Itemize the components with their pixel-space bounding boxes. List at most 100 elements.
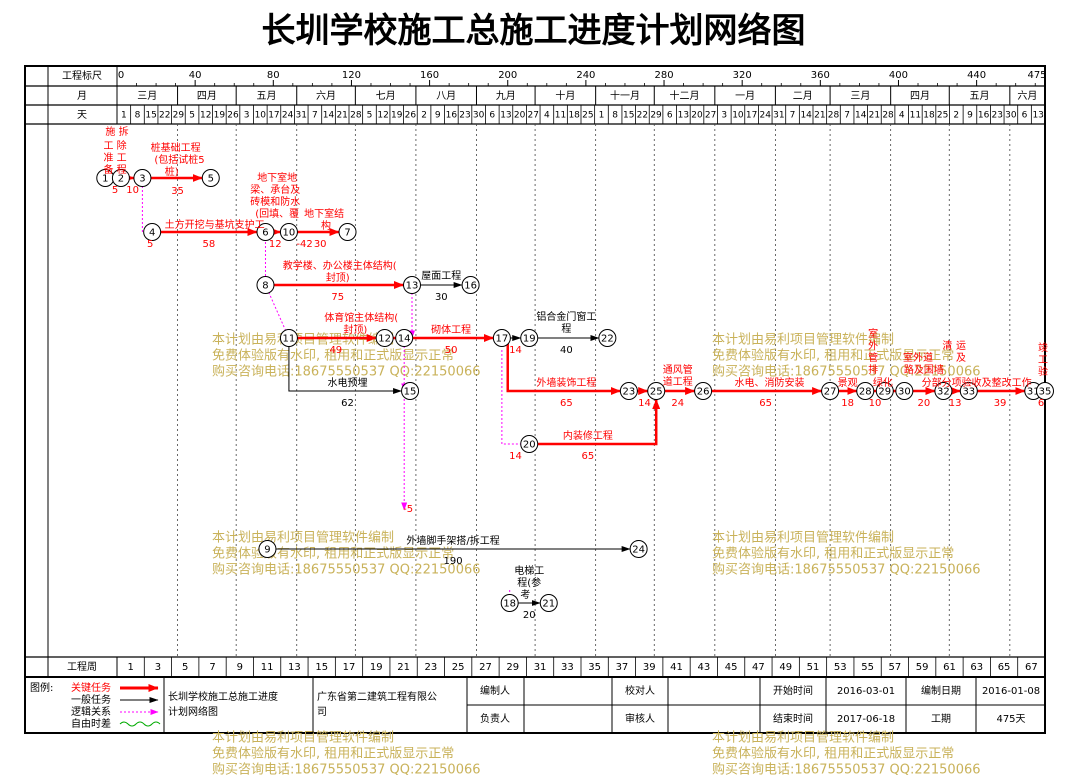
task-label: 水电、消防安装	[735, 376, 805, 389]
network-node	[500, 594, 519, 612]
footer-duration-value: 475天	[996, 714, 1025, 725]
day-label: 2	[421, 111, 427, 121]
day-label: 4	[899, 111, 905, 121]
day-label: 5	[367, 111, 373, 121]
scale-tick-label: 200	[498, 70, 517, 81]
task-label: 65	[581, 451, 594, 462]
day-label: 29	[173, 111, 185, 121]
task-label: -5	[403, 504, 413, 515]
legend-label: 逻辑关系	[71, 705, 111, 718]
day-label: 14	[800, 111, 812, 121]
task-label: 体育馆主体结构(	[324, 311, 398, 324]
task-label: (包括试桩5	[154, 153, 204, 166]
legend-label: 自由时差	[71, 717, 111, 730]
task-label: 外墙装饰工程	[536, 376, 596, 389]
task-label: 及	[956, 352, 966, 364]
day-label: 27	[528, 111, 539, 121]
network-node	[856, 382, 875, 400]
watermark-text: 购买咨询电话:18675550537 QQ:22150066	[212, 364, 481, 380]
task-label: 教学楼、办公楼主体结构(	[283, 259, 397, 272]
task-label: 程	[561, 323, 571, 335]
week-label: 59	[916, 662, 929, 673]
node-number: 15	[404, 387, 417, 398]
task-label: 桩基础工程	[151, 141, 201, 154]
day-label: 7	[312, 111, 318, 121]
task-label: 封顶)	[326, 271, 350, 284]
day-label: 18	[568, 111, 580, 121]
scale-tick-label: 240	[576, 70, 595, 81]
watermark-text: 免费体验版有水印, 租用和正式版显示正常	[212, 348, 454, 364]
network-node	[403, 276, 422, 294]
month-label: 三月	[850, 90, 870, 102]
task-label: 62	[341, 398, 354, 409]
node-number: 25	[650, 387, 663, 398]
node-number: 31	[1027, 387, 1040, 398]
task-label: 管	[868, 351, 878, 364]
legend-label: 一般任务	[71, 693, 111, 706]
scale-tick-label: 440	[967, 70, 986, 81]
day-label: 11	[910, 111, 921, 121]
task-label: 35	[171, 186, 184, 197]
week-label: 37	[616, 662, 629, 673]
scale-tick-label: 280	[654, 70, 673, 81]
task-label: 砖模和防水	[250, 195, 300, 208]
watermark-text: 购买咨询电话:18675550537 QQ:22150066	[212, 562, 481, 578]
task-label: 5	[147, 239, 153, 250]
task-label: 14	[509, 451, 522, 462]
node-number: 7	[344, 228, 350, 239]
week-label: 7	[209, 662, 215, 673]
node-number: 1	[102, 174, 108, 185]
legend-label: 关键任务	[71, 681, 111, 694]
week-label: 21	[397, 662, 410, 673]
footer-compiler-label: 编制人	[480, 684, 510, 697]
footer-reviewer-label: 审核人	[625, 712, 655, 725]
day-label: 3	[721, 111, 727, 121]
node-number: 5	[208, 174, 214, 185]
critical-task-path	[529, 399, 661, 446]
network-node	[520, 329, 539, 347]
task-label: 构	[321, 219, 331, 232]
task-label: 排	[868, 363, 878, 376]
week-row-label: 工程周	[67, 661, 97, 673]
task-label: 6	[1038, 398, 1044, 409]
day-label: 28	[828, 111, 840, 121]
day-label: 1	[121, 111, 127, 121]
week-label: 3	[155, 662, 161, 673]
node-number: 29	[878, 387, 891, 398]
day-label: 24	[282, 111, 294, 121]
day-label: 29	[650, 111, 662, 121]
node-number: 23	[622, 387, 635, 398]
watermark-text: 本计划由易利项目管理软件编制	[212, 531, 394, 546]
day-label: 10	[255, 111, 267, 121]
task-label: 景观	[838, 377, 858, 389]
task-label: 桩)	[165, 165, 179, 178]
month-row-label: 月	[77, 90, 87, 102]
day-label: 6	[1022, 111, 1028, 121]
task-label: 49	[329, 345, 342, 356]
task-label: 14	[638, 398, 651, 409]
network-node	[629, 540, 648, 558]
day-label: 31	[296, 111, 307, 121]
node-number: 11	[283, 334, 296, 345]
scale-tick-label: 80	[267, 70, 280, 81]
day-label: 17	[268, 111, 279, 121]
day-label: 13	[678, 111, 689, 121]
day-label: 28	[882, 111, 894, 121]
task-label: 室	[868, 327, 878, 340]
task-label: 工	[1038, 355, 1048, 366]
node-number: 13	[406, 281, 419, 292]
network-node	[492, 329, 511, 347]
watermark-text: 免费体验版有水印, 租用和正式版显示正常	[712, 546, 954, 562]
task-label: 运	[956, 340, 966, 352]
scale-tick-label: 0	[118, 70, 124, 81]
month-label: 六月	[1017, 90, 1037, 102]
network-node	[201, 169, 220, 187]
task-label: 65	[560, 398, 573, 409]
day-label: 13	[500, 111, 511, 121]
footer-company: 广东省第二建筑工程有限公	[317, 690, 437, 703]
node-number: 21	[542, 599, 555, 610]
day-label: 15	[623, 111, 634, 121]
task-label: 考	[520, 589, 530, 601]
day-label: 16	[446, 111, 458, 121]
